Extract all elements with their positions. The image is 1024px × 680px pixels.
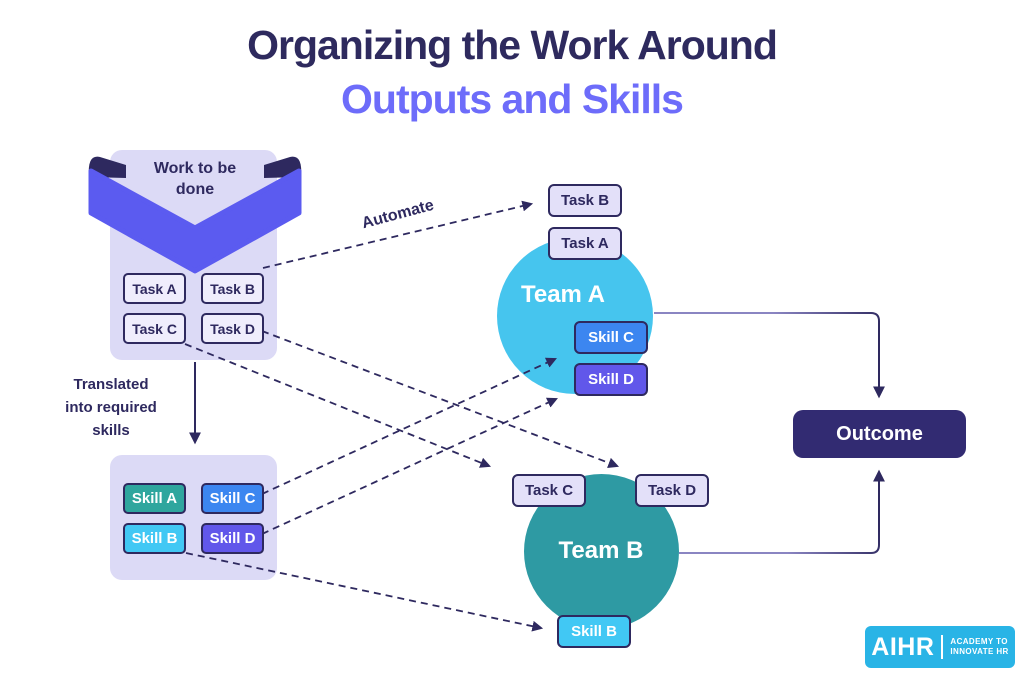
skills-skill-a: Skill A <box>123 483 186 514</box>
skill-c-dashed-arrow <box>261 357 557 495</box>
team-a-outcome-connector <box>654 312 885 399</box>
team-a-task-a: Task A <box>548 227 622 260</box>
skills-skill-b: Skill B <box>123 523 186 554</box>
work-task-c: Task C <box>123 313 186 344</box>
team-a-task-b: Task B <box>548 184 622 217</box>
work-banner-line2: done <box>175 181 215 198</box>
page-title-line2: Outputs and Skills <box>341 76 684 122</box>
task-c-dashed-arrow <box>184 343 492 468</box>
aihr-logo-tagline: ACADEMY TO INNOVATE HR <box>950 637 1008 657</box>
team-b-skill-b: Skill B <box>557 615 631 648</box>
work-task-b: Task B <box>201 273 264 304</box>
aihr-logo-brand: AIHR <box>871 632 935 661</box>
skills-skill-c: Skill C <box>201 483 264 514</box>
work-banner-line1: Work to be <box>153 160 237 177</box>
aihr-logo-divider <box>941 635 944 659</box>
page-title-line1: Organizing the Work Around <box>247 22 778 68</box>
work-task-a: Task A <box>123 273 186 304</box>
outcome-box: Outcome <box>793 410 966 458</box>
translate-line3: skills <box>92 422 130 439</box>
translate-skills-label: Translated into required skills <box>46 373 176 442</box>
team-b-outcome-connector <box>679 469 885 554</box>
translate-line1: Translated <box>73 376 149 393</box>
required-skills-panel <box>110 455 277 580</box>
translate-line2: into required <box>65 399 157 416</box>
aihr-tagline-line1: ACADEMY TO <box>950 637 1008 646</box>
skills-skill-d: Skill D <box>201 523 264 554</box>
team-a-skill-c: Skill C <box>574 321 648 354</box>
team-a-name: Team A <box>520 281 606 308</box>
team-a-skill-d: Skill D <box>574 363 648 396</box>
team-b-task-d: Task D <box>635 474 709 507</box>
aihr-logo: AIHR ACADEMY TO INNOVATE HR <box>865 626 1015 668</box>
aihr-tagline-line2: INNOVATE HR <box>950 647 1009 656</box>
work-task-d: Task D <box>201 313 264 344</box>
team-b-name: Team B <box>558 537 644 564</box>
automate-label: Automate <box>360 196 436 233</box>
work-banner-label: Work to be done <box>133 158 257 200</box>
team-b-task-c: Task C <box>512 474 586 507</box>
skill-d-dashed-arrow <box>261 397 558 535</box>
